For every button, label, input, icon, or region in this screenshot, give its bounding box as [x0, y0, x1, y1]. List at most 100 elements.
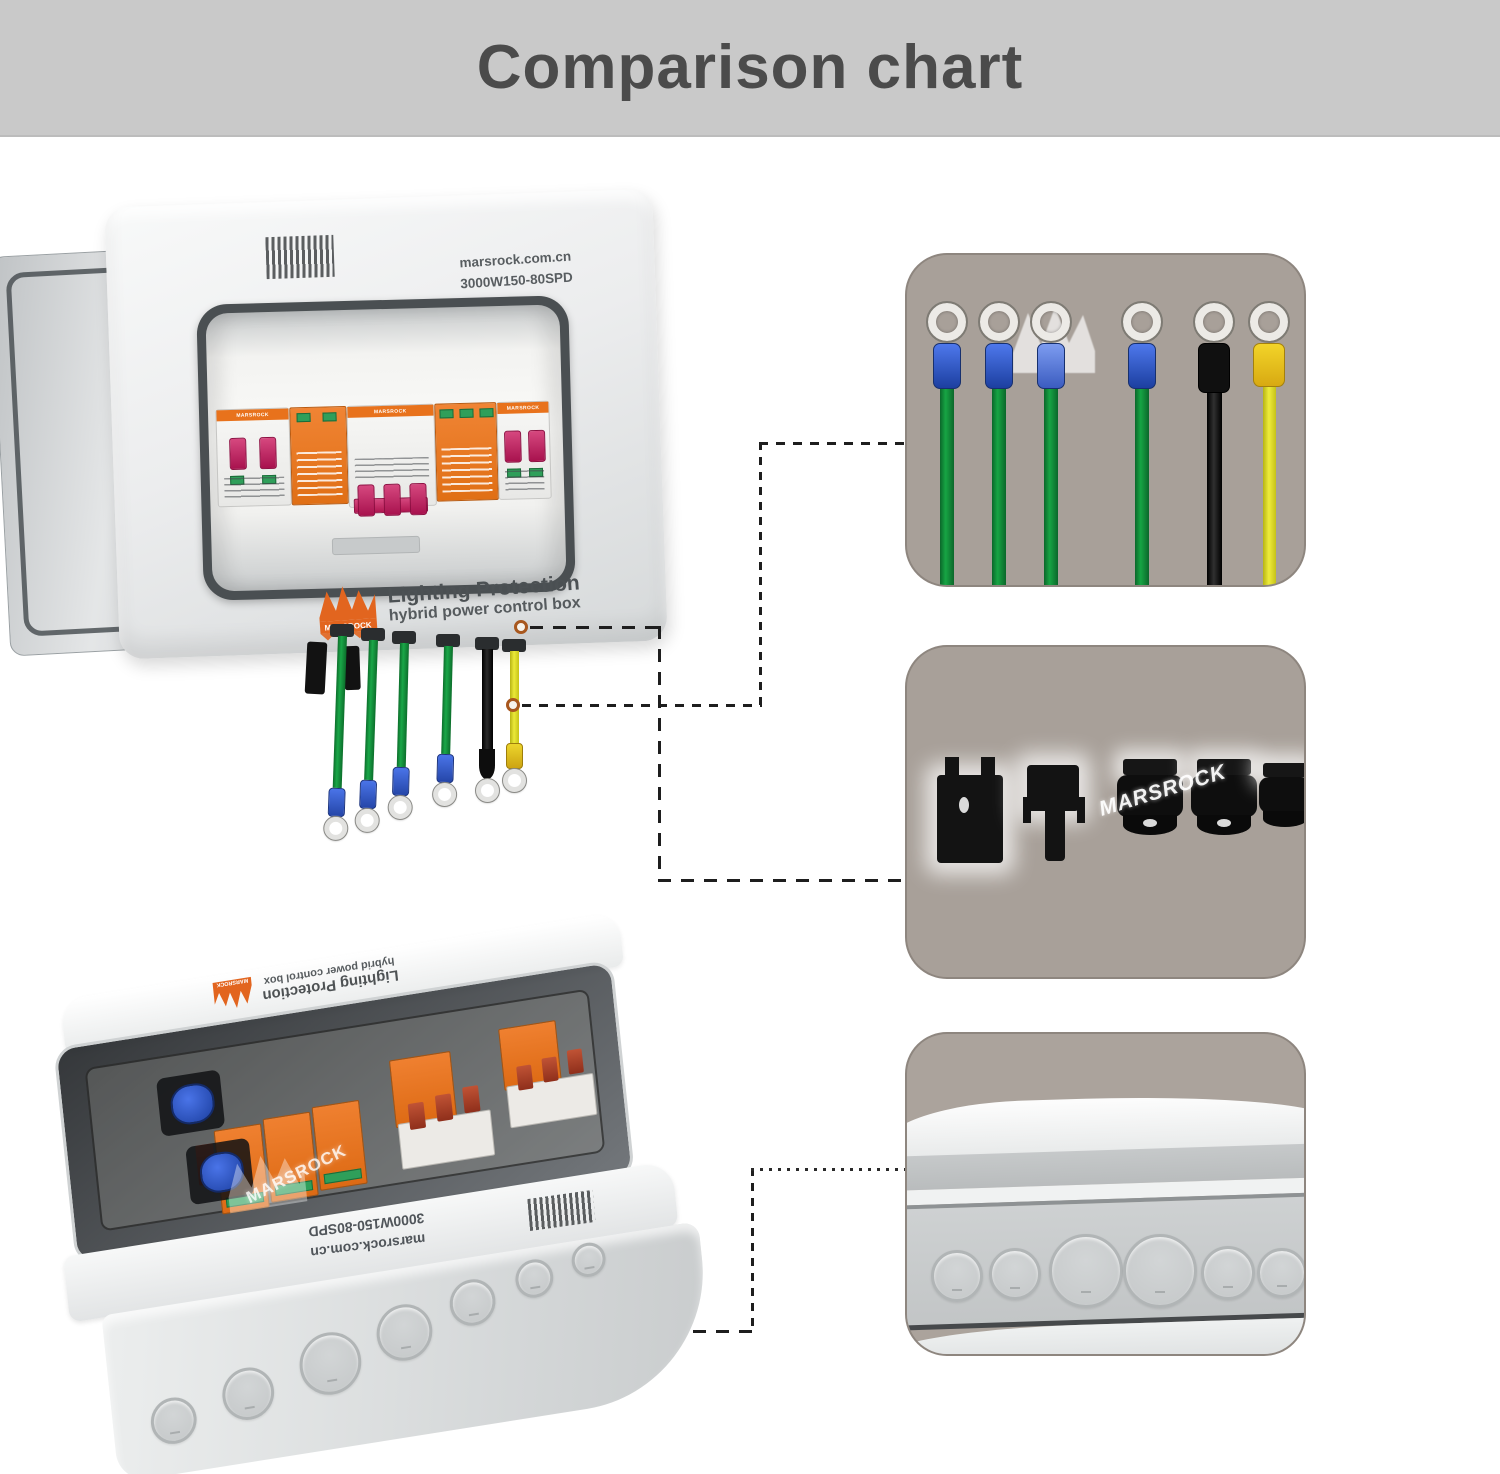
mc4-wing: [1023, 797, 1031, 823]
inset-wire-black: [1193, 301, 1235, 585]
highlight: [1143, 819, 1157, 827]
knockout-circle: [1257, 1248, 1304, 1298]
cable-grommet: [330, 624, 354, 637]
spd-2p: [289, 405, 349, 506]
breaker-toggle: [229, 437, 247, 471]
cable-gland-body: [1117, 775, 1183, 817]
callout-line: [658, 626, 661, 882]
mcb-2p: MARSROCK: [496, 400, 552, 500]
cable-gland-icon: [1197, 759, 1251, 775]
barcode: [527, 1189, 596, 1232]
breaker-toggle: [504, 430, 523, 463]
spd-indicator: [296, 412, 311, 423]
inset-wire-green: [1121, 301, 1163, 585]
din-rail-tray: [331, 535, 421, 556]
mc4-connector-icon: [304, 641, 328, 695]
knockout-circle: [373, 1300, 436, 1365]
cable-gland-foot: [1263, 811, 1304, 827]
spd-3p: [434, 402, 500, 502]
breaker-toggle: [357, 484, 376, 517]
header-band: Comparison chart: [0, 0, 1500, 137]
spd-indicator: [479, 408, 494, 418]
cable-gland-body: [1259, 777, 1304, 813]
mcb-3p: MARSROCK: [346, 403, 437, 517]
cable-grommet: [392, 631, 416, 644]
marsrock-watermark: [228, 1155, 308, 1214]
highlight: [959, 797, 969, 813]
breaker-toggle: [541, 1056, 559, 1083]
inset-mc4-connectors: MARSROCK: [905, 645, 1306, 979]
breaker-toggle: [528, 429, 547, 463]
closed-box-lid: MARSROCK: [53, 959, 636, 1266]
mc4-female-icon: [937, 775, 1003, 863]
breaker-brand: MARSROCK: [506, 404, 540, 412]
page-title: Comparison chart: [476, 33, 1024, 102]
callout-dot: [506, 698, 520, 712]
inset-wire-yellow: [1248, 301, 1290, 585]
mc4-prong: [981, 757, 995, 779]
breaker-toggle: [516, 1064, 534, 1091]
knockout-circle: [1123, 1234, 1197, 1308]
breaker-toggle: [434, 1093, 454, 1122]
closed-box-label: Lighting Protection hybrid power control…: [209, 951, 400, 1015]
inset-wire-green-watermarked: [1030, 301, 1072, 585]
mcb-2p: MARSROCK: [215, 407, 293, 508]
callout-line: [751, 1168, 907, 1171]
spd-indicator: [459, 408, 474, 419]
callout-line: [530, 626, 660, 629]
inset-wire-green: [978, 301, 1020, 585]
cable-gland-body: [1191, 775, 1257, 817]
spd-indicator: [439, 409, 454, 419]
marsrock-logo-text: MARSROCK: [216, 977, 248, 988]
barcode: [265, 234, 335, 280]
cable-grommet: [436, 634, 460, 647]
spd-fine-print: [441, 447, 493, 493]
spd-indicator: [322, 412, 337, 422]
breaker-toggle: [383, 483, 402, 517]
knockout-circle: [570, 1240, 608, 1280]
callout-dot: [514, 620, 528, 634]
callout-line: [658, 879, 907, 882]
mc4-male-icon: [1027, 765, 1079, 811]
knockout-circle: [1201, 1246, 1255, 1300]
ground-wire-green: [386, 642, 416, 821]
breaker-toggle: [259, 436, 277, 470]
mc4-prong: [945, 757, 959, 779]
cable-grommet: [502, 639, 526, 652]
ground-wire-green: [431, 645, 460, 808]
breaker-fine-print: [354, 456, 429, 481]
inset-wire-green: [926, 301, 968, 585]
callout-line: [759, 442, 762, 706]
knockout-circle: [931, 1250, 983, 1302]
breaker-toggle: [566, 1048, 584, 1075]
ground-wire-green: [322, 635, 354, 842]
breaker-row: MARSROCK MARSROCK: [215, 400, 552, 542]
knockout-circle: [1049, 1234, 1123, 1308]
knockout-circle: [989, 1248, 1041, 1300]
callout-line: [522, 704, 762, 707]
breaker-toggle: [409, 482, 428, 516]
mc4-barrel: [1045, 809, 1065, 861]
inset-ground-wires: [905, 253, 1306, 587]
cable-grommet: [475, 637, 499, 650]
callout-line: [759, 442, 907, 445]
knockout-circle: [513, 1256, 556, 1301]
cable-grommet: [361, 628, 385, 641]
callout-line: [751, 1168, 754, 1332]
mc4-wing: [1077, 797, 1085, 823]
breaker-toggle: [407, 1101, 427, 1131]
cable-gland-icon: [1123, 759, 1177, 775]
breaker-brand: MARSROCK: [236, 411, 269, 419]
knockout-circle: [148, 1394, 199, 1448]
closed-box: Lighting Protection hybrid power control…: [33, 901, 738, 1474]
marsrock-logo: MARSROCK: [212, 977, 252, 1009]
spd-fine-print: [296, 451, 343, 497]
wire-black: [474, 649, 500, 803]
breaker-brand: MARSROCK: [373, 407, 407, 415]
cable-gland-icon: [1263, 763, 1304, 777]
breaker-fine-print: [505, 469, 545, 493]
knockout-circle: [447, 1275, 498, 1330]
knockout-circle: [219, 1363, 277, 1424]
highlight: [1217, 819, 1231, 827]
